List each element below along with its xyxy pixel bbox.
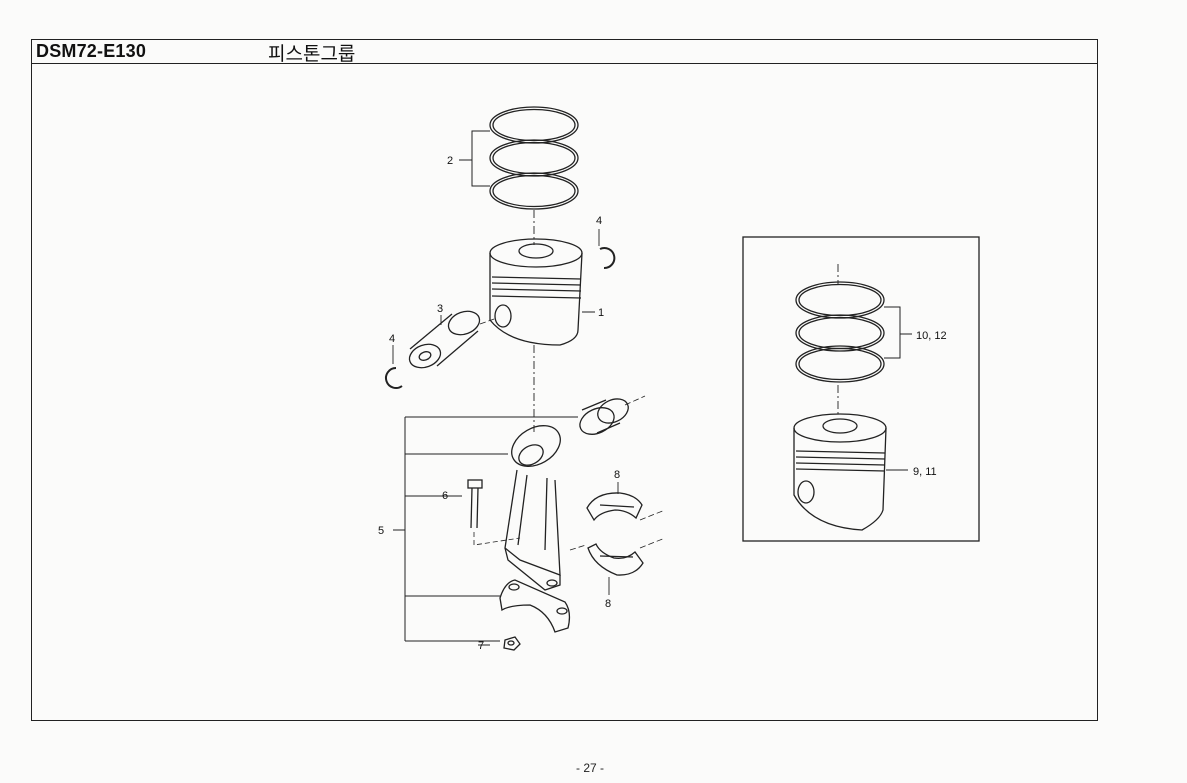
- header-bar: DSM72-E130 피스톤그룹: [32, 40, 1097, 65]
- rod-nut: [503, 636, 521, 651]
- main-bearing-lower: [587, 543, 644, 576]
- connecting-rod: [504, 425, 561, 591]
- main-bearing-upper: [586, 492, 643, 522]
- diagram-frame: DSM72-E130 피스톤그룹: [31, 39, 1098, 721]
- callout-7: 7: [478, 640, 484, 652]
- callout-8-top: 8: [614, 469, 620, 481]
- inset-piston: [793, 413, 887, 531]
- small-end-bush: [579, 398, 629, 435]
- callout-3: 3: [437, 303, 443, 315]
- callout-9-11: 9, 11: [913, 466, 937, 478]
- connecting-rod-cap: [499, 579, 571, 633]
- callout-2: 2: [447, 155, 453, 167]
- variant-inset-box: [742, 236, 980, 542]
- page-title: 피스톤그룹: [268, 43, 356, 65]
- callout-5: 5: [378, 525, 384, 537]
- rod-bolt: [467, 479, 483, 529]
- piston-pin: [408, 310, 481, 369]
- callout-8-bottom: 8: [605, 598, 611, 610]
- model-code: DSM72-E130: [36, 41, 147, 61]
- callout-10-12: 10, 12: [916, 330, 947, 342]
- inset-piston-rings: [795, 281, 885, 383]
- piston-rings-set: [489, 106, 579, 210]
- callout-1: 1: [598, 307, 604, 319]
- piston: [489, 238, 583, 346]
- page-number: - 27 -: [576, 761, 605, 775]
- callout-6: 6: [442, 490, 448, 502]
- callout-4-top: 4: [596, 215, 602, 227]
- callout-4-left: 4: [389, 333, 395, 345]
